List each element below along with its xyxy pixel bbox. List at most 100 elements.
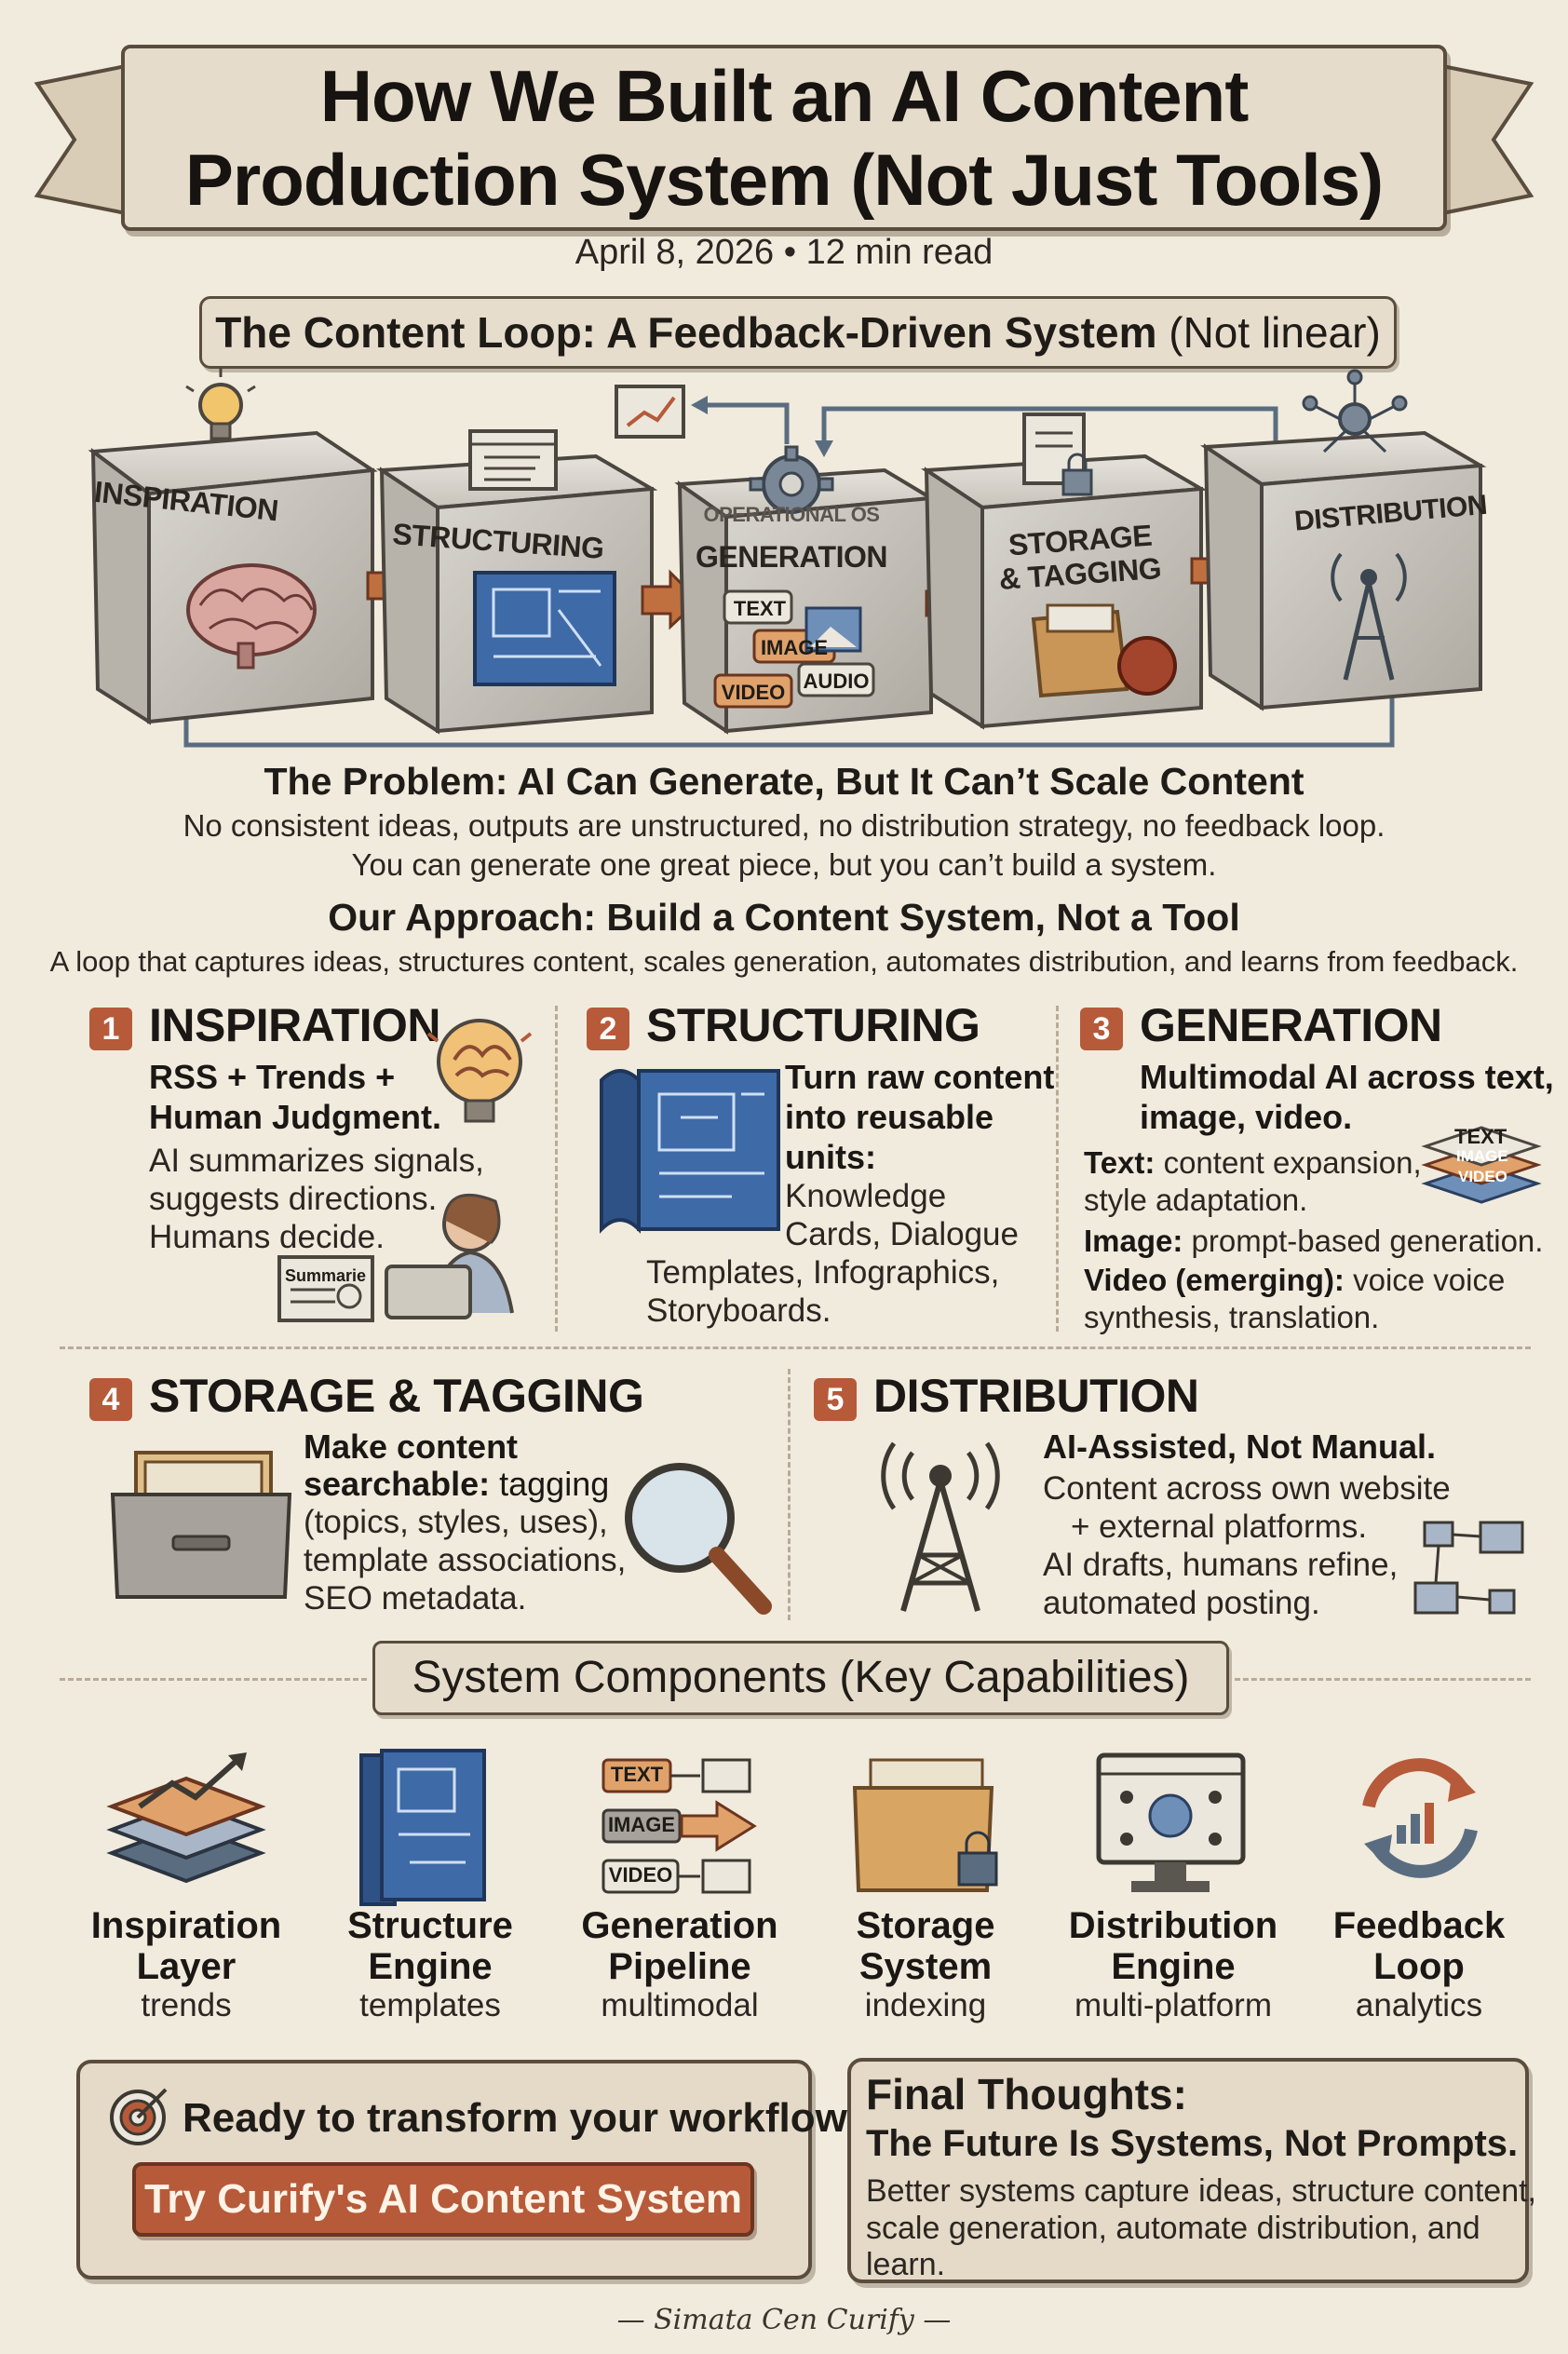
step3-video-label: Video (emerging):: [1084, 1263, 1345, 1297]
step3-text-body-2: style adaptation.: [1084, 1183, 1308, 1217]
component-title-6b: Loop: [1373, 1946, 1465, 1987]
gen-tag-video: VIDEO: [721, 681, 786, 704]
gear-icon: [749, 445, 834, 514]
component-sub-1: trends: [141, 1987, 232, 2023]
divider-horizontal-2b: [1235, 1678, 1531, 1681]
gen-tag-audio: AUDIO: [803, 670, 870, 693]
generation-media-tags: [713, 589, 875, 709]
step4-line-2: (topics, styles, uses),: [304, 1504, 608, 1540]
component-sub-6: analytics: [1355, 1987, 1483, 2023]
lightbulb-icon: [185, 368, 256, 440]
step1-bold-2: Human Judgment.: [149, 1098, 442, 1136]
step3-video-body: voice voice: [1353, 1263, 1506, 1297]
component-title-5: Distribution: [1068, 1905, 1278, 1946]
gen-tag-image: IMAGE: [760, 636, 829, 659]
component-title-3b: Pipeline: [608, 1946, 751, 1987]
step2-bold-3: units:: [785, 1138, 876, 1176]
step-number-1: 1: [89, 1008, 132, 1050]
blueprint-icon: [359, 1749, 486, 1906]
cube-storage-tagging: [920, 453, 1208, 730]
stack-label-text: TEXT: [1454, 1125, 1507, 1148]
step-title-structuring: STRUCTURING: [646, 999, 980, 1051]
step3-text-label: Text:: [1084, 1145, 1156, 1180]
component-title-2b: Engine: [368, 1946, 493, 1987]
step-title-distribution: DISTRIBUTION: [873, 1370, 1199, 1422]
step-title-storage: STORAGE & TAGGING: [149, 1370, 644, 1422]
cube-inspiration: [88, 430, 378, 725]
person-laptop-icon: [385, 1193, 514, 1319]
signature: — Simata Cen Curify —: [616, 2304, 952, 2336]
pipeline-tag-image: IMAGE: [607, 1813, 676, 1836]
divider-horizontal-2a: [60, 1678, 367, 1681]
step2-line-2: Cards, Dialogue: [785, 1216, 1019, 1252]
step-number-4: 4: [89, 1378, 132, 1421]
read-time: 12 min read: [805, 233, 994, 272]
step2-line-1: Knowledge: [785, 1178, 947, 1214]
step-number-3: 3: [1080, 1008, 1123, 1050]
component-sub-3: multimodal: [601, 1987, 759, 2023]
final-subheading: The Future Is Systems, Not Prompts.: [866, 2123, 1519, 2164]
network-hub-icon: [1302, 369, 1408, 453]
title-ribbon-art: [34, 62, 1534, 217]
line-chart-icon: [615, 385, 685, 439]
step3-image-label: Image:: [1084, 1224, 1183, 1258]
step3-image-body: prompt-based generation.: [1191, 1224, 1544, 1258]
component-inspiration-layer: Inspiration Layer trends: [56, 1905, 317, 2024]
post-meta: April 8, 2026 • 12 min read: [0, 233, 1568, 273]
step1-line-3: Humans decide.: [149, 1219, 385, 1255]
component-generation-pipeline: Generation Pipeline multimodal: [549, 1905, 810, 2024]
loop-banner: The Content Loop: A Feedback-Driven Syst…: [199, 296, 1397, 369]
page-title-line-1: How We Built an AI Content: [319, 55, 1250, 137]
loop-banner-title: The Content Loop: A Feedback-Driven Syst…: [215, 308, 1157, 357]
component-title-4b: System: [858, 1946, 993, 1987]
cube-label-generation: GENERATION: [696, 540, 887, 574]
component-structure-engine: Structure Engine templates: [300, 1905, 561, 2024]
try-curify-button[interactable]: Try Curify's AI Content System: [132, 2162, 754, 2237]
step2-bold-1: Turn raw content: [785, 1058, 1055, 1096]
gen-tag-text: TEXT: [733, 597, 787, 620]
final-line-1: Better systems capture ideas, structure …: [866, 2173, 1536, 2209]
step3-text-line: Text: content expansion,: [1084, 1143, 1422, 1182]
feedback-cycle-icon: [1362, 1758, 1478, 1878]
problem-line-2: You can generate one great piece, but yo…: [351, 847, 1217, 882]
component-feedback-loop: Feedback Loop analytics: [1289, 1905, 1549, 2024]
component-distribution-engine: Distribution Engine multi-platform: [1043, 1905, 1304, 2024]
divider-horizontal-1: [60, 1346, 1531, 1349]
step1-bold-1: RSS + Trends +: [149, 1058, 396, 1096]
divider-vertical-2: [1056, 1006, 1059, 1332]
step2-line-4: Storyboards.: [646, 1292, 831, 1329]
approach-heading: Our Approach: Build a Content System, No…: [328, 896, 1240, 939]
radio-tower-icon: [881, 1441, 1000, 1612]
layers-trend-icon: [106, 1752, 266, 1884]
step4-bold-2: searchable:: [304, 1465, 491, 1503]
component-sub-4: indexing: [864, 1987, 987, 2023]
step1-line-2: suggests directions.: [149, 1181, 438, 1217]
step3-image-line: Image: prompt-based generation.: [1084, 1222, 1543, 1260]
step3-bold-2: image, video.: [1140, 1098, 1353, 1136]
document-lock-icon: [1022, 413, 1093, 496]
stack-label-video: VIDEO: [1458, 1168, 1507, 1185]
step-title-inspiration: INSPIRATION: [149, 999, 441, 1051]
approach-line-1: A loop that captures ideas, structures c…: [49, 945, 1519, 978]
summary-card-label: Summarie: [285, 1266, 367, 1285]
page-title-line-2: Production System (Not Just Tools): [184, 139, 1384, 221]
post-date: April 8, 2026: [574, 233, 775, 272]
component-sub-2: templates: [359, 1987, 501, 2023]
step4-rest: tagging: [499, 1465, 610, 1503]
stack-label-image: IMAGE: [1456, 1147, 1508, 1165]
component-sub-5: multi-platform: [1075, 1987, 1272, 2023]
cube-label-operational: OPERATIONAL OS: [703, 503, 880, 526]
step3-video-line: Video (emerging): voice voice: [1084, 1261, 1505, 1299]
title-banner: [121, 45, 1447, 231]
step-title-generation: GENERATION: [1140, 999, 1442, 1051]
divider-vertical-3: [788, 1369, 791, 1620]
step-number-2: 2: [587, 1008, 629, 1050]
component-title-5b: Engine: [1111, 1946, 1236, 1987]
step1-line-1: AI summarizes signals,: [149, 1143, 484, 1179]
step5-line-3: AI drafts, humans refine,: [1043, 1547, 1399, 1583]
step5-line-1: Content across own website: [1043, 1470, 1451, 1507]
component-title-4: Storage: [856, 1905, 995, 1946]
components-banner: System Components (Key Capabilities): [372, 1641, 1229, 1715]
document-window-icon: [468, 429, 558, 491]
meta-separator: •: [783, 233, 806, 272]
